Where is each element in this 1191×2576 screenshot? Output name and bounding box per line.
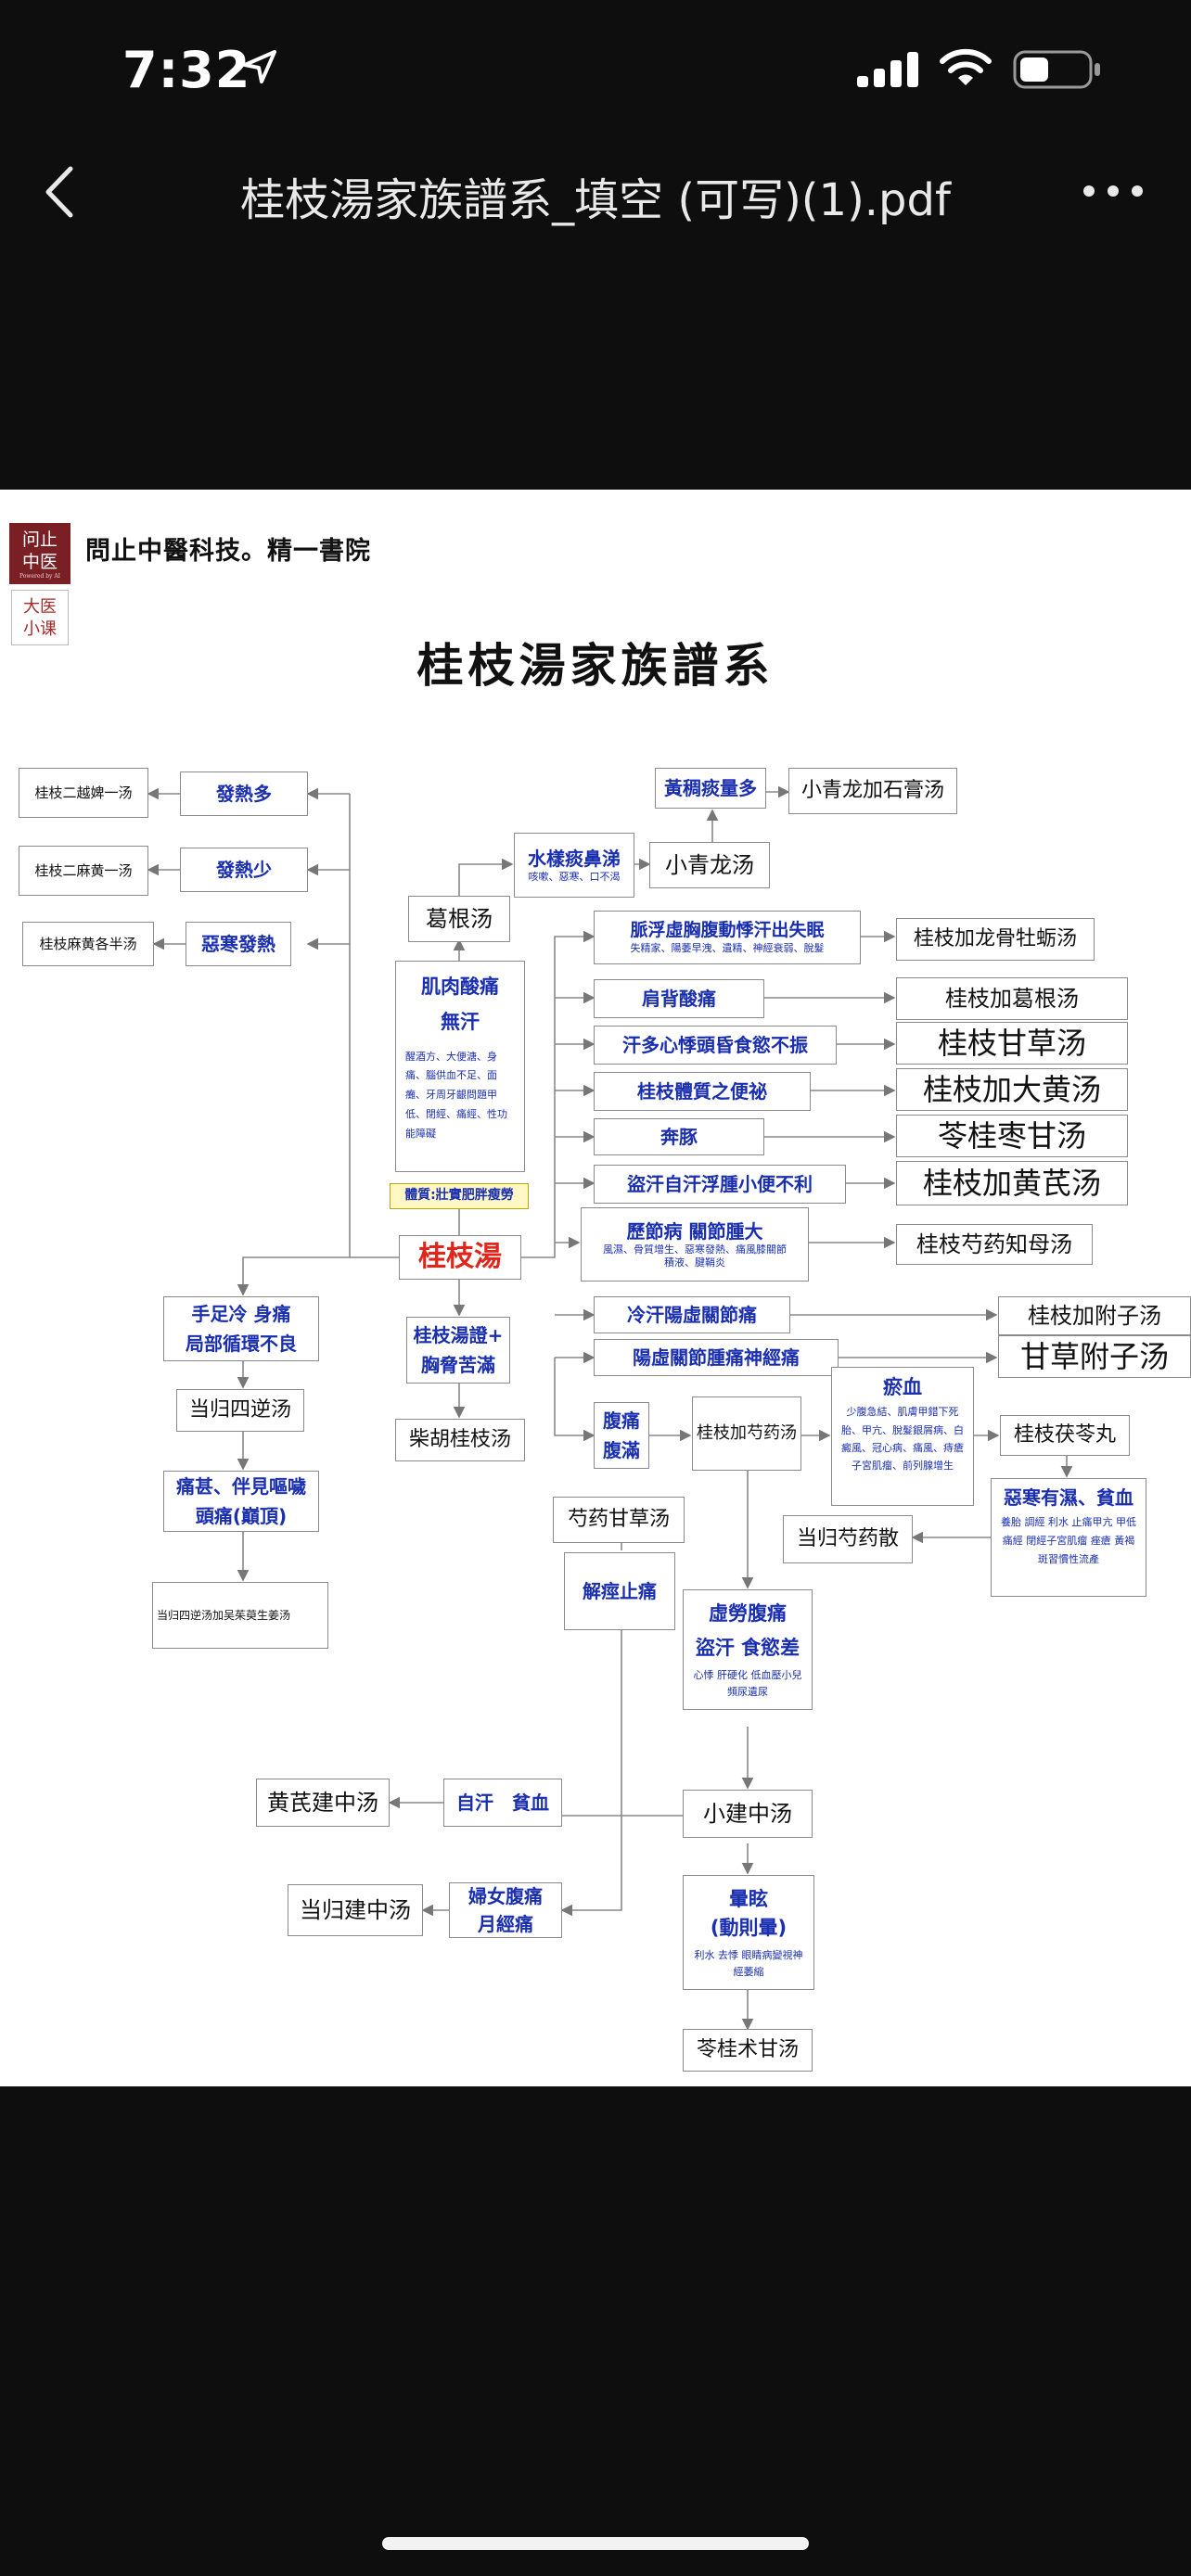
node-jjzt: 解痙止痛	[564, 1552, 675, 1630]
node-ehfr: 惡寒發熱	[186, 922, 291, 966]
node-ftfm: 腹痛腹滿	[594, 1402, 649, 1469]
node-xjz: 小建中汤	[683, 1790, 813, 1838]
node-ggt: 葛根汤	[408, 896, 510, 942]
node-hqjz: 黄芪建中汤	[256, 1779, 390, 1827]
viewer-bottom-area	[0, 2086, 1191, 2576]
node-mfx: 脈浮虛胸腹動悸汗出失眠失精家、陽萎早洩、遺精、神經衰弱、脫髮	[594, 911, 861, 964]
document-title: 桂枝湯家族譜系_填空 (可写)(1).pdf	[240, 174, 951, 226]
node-gzsy: 桂枝加芍药汤	[692, 1396, 801, 1471]
node-gztzbm: 桂枝體質之便祕	[594, 1072, 811, 1111]
node-szl: 手足冷 身痛局部循環不良	[163, 1296, 319, 1361]
node-dgsnwzy: 当归四逆汤加吴茱萸生姜汤	[152, 1582, 328, 1649]
node-dgsys: 当归芍药散	[783, 1515, 913, 1563]
node-gz2y: 桂枝二越婢一汤	[19, 768, 148, 818]
node-tsbo: 痛甚、伴見嘔噦頭痛(巔頂)	[163, 1471, 319, 1532]
node-hcty: 黃稠痰量多	[655, 768, 766, 809]
node-tizhi: 體質:壯實肥胖瘦勞	[390, 1183, 529, 1209]
node-gzlgm: 桂枝加龙骨牡蛎汤	[896, 918, 1095, 961]
node-yx2: 暈眩(動則暈) 利水 去悸 眼睛病變視神經萎縮	[683, 1875, 814, 1990]
node-frd: 發熱多	[180, 772, 308, 816]
wifi-icon	[940, 48, 992, 85]
node-root-guizhi-tang: 桂枝湯	[399, 1235, 521, 1280]
node-gz2m: 桂枝二麻黄一汤	[19, 846, 148, 896]
node-yxgjzz: 陽虛關節腫痛神經痛	[594, 1339, 839, 1376]
node-gzfz: 桂枝加附子汤	[998, 1296, 1191, 1335]
connector-lines	[147, 785, 1073, 2031]
node-zhpx: 自汗 貧血	[443, 1779, 562, 1827]
node-gzdh: 桂枝加大黄汤	[896, 1068, 1128, 1111]
dayi-logo: 大医小课	[11, 590, 69, 645]
node-xql: 小青龙汤	[649, 842, 770, 888]
node-lgzg: 苓桂枣甘汤	[896, 1115, 1128, 1157]
node-frs: 發熱少	[180, 848, 308, 892]
pdf-page[interactable]: 问止中医 Powered by AI 大医小课 問止中醫科技。精一書院 桂枝湯家…	[0, 490, 1191, 2086]
node-gzhq: 桂枝加黄芪汤	[896, 1161, 1128, 1205]
node-syg: 芍药甘草汤	[553, 1497, 685, 1543]
node-lhyxgj: 冷汗陽虛關節痛	[594, 1296, 790, 1333]
node-gcfz: 甘草附子汤	[998, 1335, 1191, 1378]
node-ljb: 歷節病 關節腫大風濕、骨質增生、惡寒發熱、痛風膝關節積液、腱鞘炎	[581, 1207, 809, 1282]
status-time: 7:32	[122, 41, 251, 99]
location-arrow-icon	[243, 50, 276, 83]
node-gzszm: 桂枝芍药知母汤	[896, 1224, 1093, 1265]
node-jbst: 肩背酸痛	[594, 979, 764, 1018]
node-dhzh: 盜汗自汗浮腫小便不利	[594, 1165, 846, 1204]
node-eh: 惡寒有濕、貧血 養胎 調經 利水 止痛甲亢 甲低 痛經 閉經子宮肌瘤 痤瘡 黃褐…	[991, 1478, 1146, 1597]
node-xqlsg: 小青龙加石膏汤	[788, 768, 957, 814]
node-gzfl: 桂枝茯苓丸	[1000, 1415, 1130, 1456]
node-chgz: 柴胡桂枝汤	[395, 1419, 525, 1461]
cellular-signal-icon	[857, 52, 918, 87]
node-gzgc: 桂枝甘草汤	[896, 1022, 1128, 1065]
node-hdxj: 汗多心悸頭昏食慾不振	[594, 1026, 837, 1065]
node-fnft: 婦女腹痛月經痛	[449, 1882, 562, 1938]
organization-name: 問止中醫科技。精一書院	[85, 537, 371, 566]
wenzhi-logo: 问止中医 Powered by AI	[9, 523, 70, 584]
node-lgzg2: 苓桂术甘汤	[683, 2029, 813, 2072]
node-sytbt: 水樣痰鼻涕咳嗽、惡寒、口不渴	[514, 833, 634, 898]
node-jrst: 肌肉酸痛 無汗 醒酒方、大便溏、身痛、腦供血不足、面癱、牙周牙齦問題甲低、閉經、…	[395, 961, 525, 1172]
back-chevron-icon[interactable]	[41, 163, 78, 221]
battery-icon	[1013, 50, 1100, 89]
home-indicator[interactable]	[382, 2537, 809, 2550]
node-gzgg: 桂枝加葛根汤	[896, 977, 1128, 1020]
node-bentun: 奔豚	[594, 1118, 764, 1155]
node-dgsn: 当归四逆汤	[176, 1389, 304, 1432]
node-gzzm: 桂枝湯證+胸脅苦滿	[406, 1317, 510, 1384]
node-dgjz: 当归建中汤	[288, 1884, 423, 1936]
node-gzmh: 桂枝麻黄各半汤	[22, 922, 154, 966]
node-xlft: 虛勞腹痛 盜汗 食慾差 心悸 肝硬化 低血壓小兒頻尿遺尿	[683, 1589, 813, 1710]
more-options-icon[interactable]	[1076, 172, 1150, 210]
status-bar: 7:32	[0, 0, 1191, 139]
page-title: 桂枝湯家族譜系	[416, 638, 775, 693]
node-yx: 瘀血 少腹急結、肌膚甲錯下死胎、甲亢、脫髮銀屑病、白癜風、冠心病、痛風、痔瘡子宮…	[831, 1367, 974, 1506]
